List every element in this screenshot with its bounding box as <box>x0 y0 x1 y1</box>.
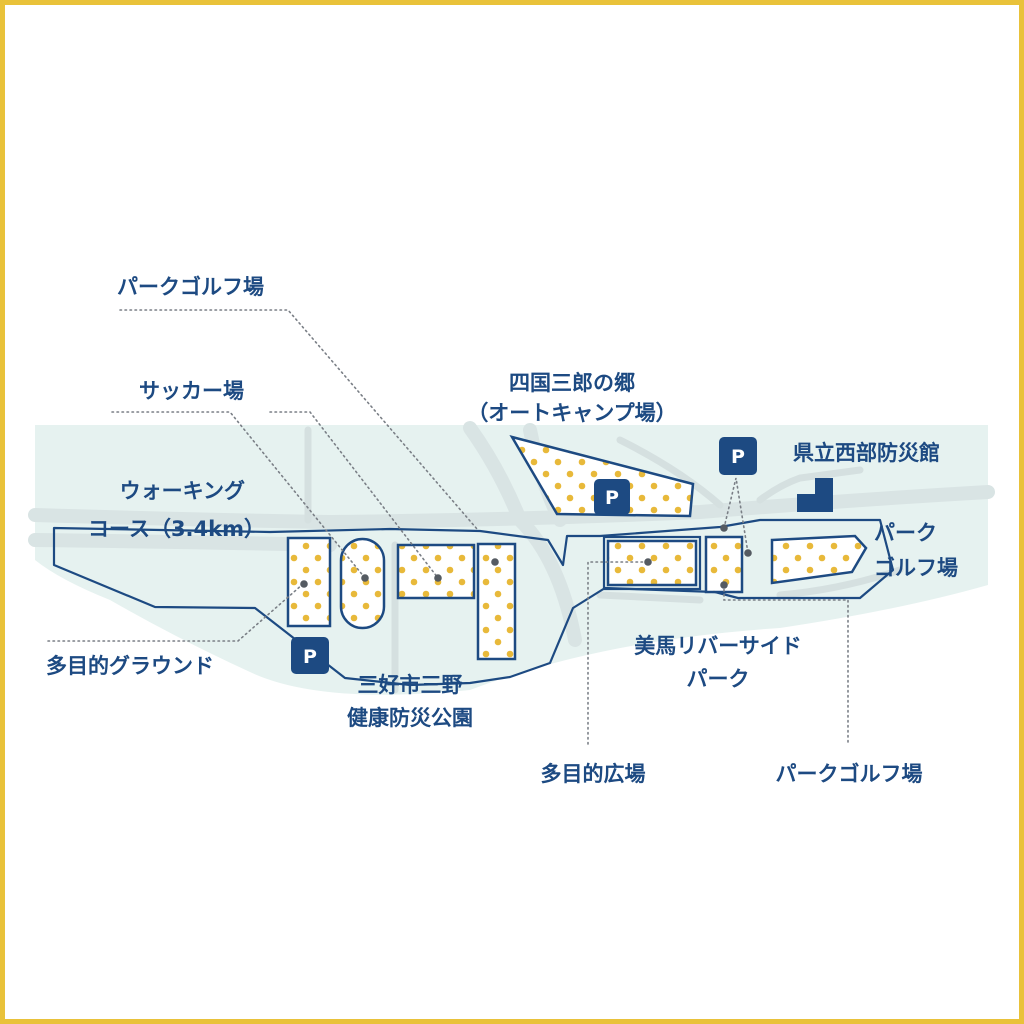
label-mima-line2[interactable]: パーク <box>687 667 750 691</box>
facilities <box>286 435 868 661</box>
road-network <box>28 421 995 694</box>
label-multi-ground[interactable]: 多目的グラウンド <box>46 654 214 678</box>
marker-dot <box>644 558 652 566</box>
label-park-golf-right-line2[interactable]: ゴルフ場 <box>874 556 958 580</box>
parking-icon <box>594 479 630 515</box>
multi-purpose-ground[interactable] <box>286 536 332 628</box>
marker-dot <box>720 524 728 532</box>
marker-dot <box>434 574 442 582</box>
parking-icon <box>719 437 757 475</box>
label-mima-line1[interactable]: 美馬リバーサイド <box>634 634 802 658</box>
label-miyoshi-line2[interactable]: 健康防災公園 <box>347 706 473 730</box>
marker-dot <box>744 549 752 557</box>
parking-icon <box>291 637 329 674</box>
label-park-golf-top[interactable]: パークゴルフ場 <box>117 275 264 299</box>
map-labels: パークゴルフ場 サッカー場 四国三郎の郷 （オートキャンプ場） ウォーキング コ… <box>46 275 958 786</box>
building-icon <box>797 478 833 512</box>
parking-miyoshi[interactable]: P <box>291 637 329 674</box>
multi-purpose-plaza[interactable] <box>602 535 702 591</box>
label-soccer-field[interactable]: サッカー場 <box>139 379 244 403</box>
parking-label: P <box>731 446 745 468</box>
parking-label: P <box>605 487 619 509</box>
leader-lines <box>47 309 849 745</box>
label-miyoshi-line1[interactable]: 三好市三野 <box>358 673 463 697</box>
label-walking-line1[interactable]: ウォーキング <box>120 479 245 503</box>
auto-camp-site[interactable] <box>509 435 695 518</box>
parking-label: P <box>303 646 317 668</box>
park-golf-course-center[interactable] <box>396 543 476 600</box>
parking-riverside[interactable]: P <box>719 437 757 475</box>
label-camp-line2[interactable]: （オートキャンプ場） <box>467 401 676 425</box>
label-west-center[interactable]: 県立西部防災館 <box>793 441 940 465</box>
marker-dot <box>361 574 369 582</box>
marker-dot <box>491 558 499 566</box>
marker-dot <box>720 581 728 589</box>
marker-dot <box>300 580 308 588</box>
soccer-field[interactable] <box>339 537 386 630</box>
location-markers <box>300 524 752 589</box>
label-camp-line1[interactable]: 四国三郎の郷 <box>509 371 635 395</box>
park-golf-course-right[interactable] <box>770 534 868 585</box>
label-walking-line2[interactable]: コース（3.4km） <box>88 517 265 541</box>
label-park-golf-right-line1[interactable]: パーク <box>874 521 937 545</box>
label-multi-plaza[interactable]: 多目的広場 <box>541 762 646 786</box>
label-park-golf-bottom[interactable]: パークゴルフ場 <box>776 762 923 786</box>
parking-camp[interactable]: P <box>594 479 630 515</box>
walking-course <box>52 518 895 687</box>
